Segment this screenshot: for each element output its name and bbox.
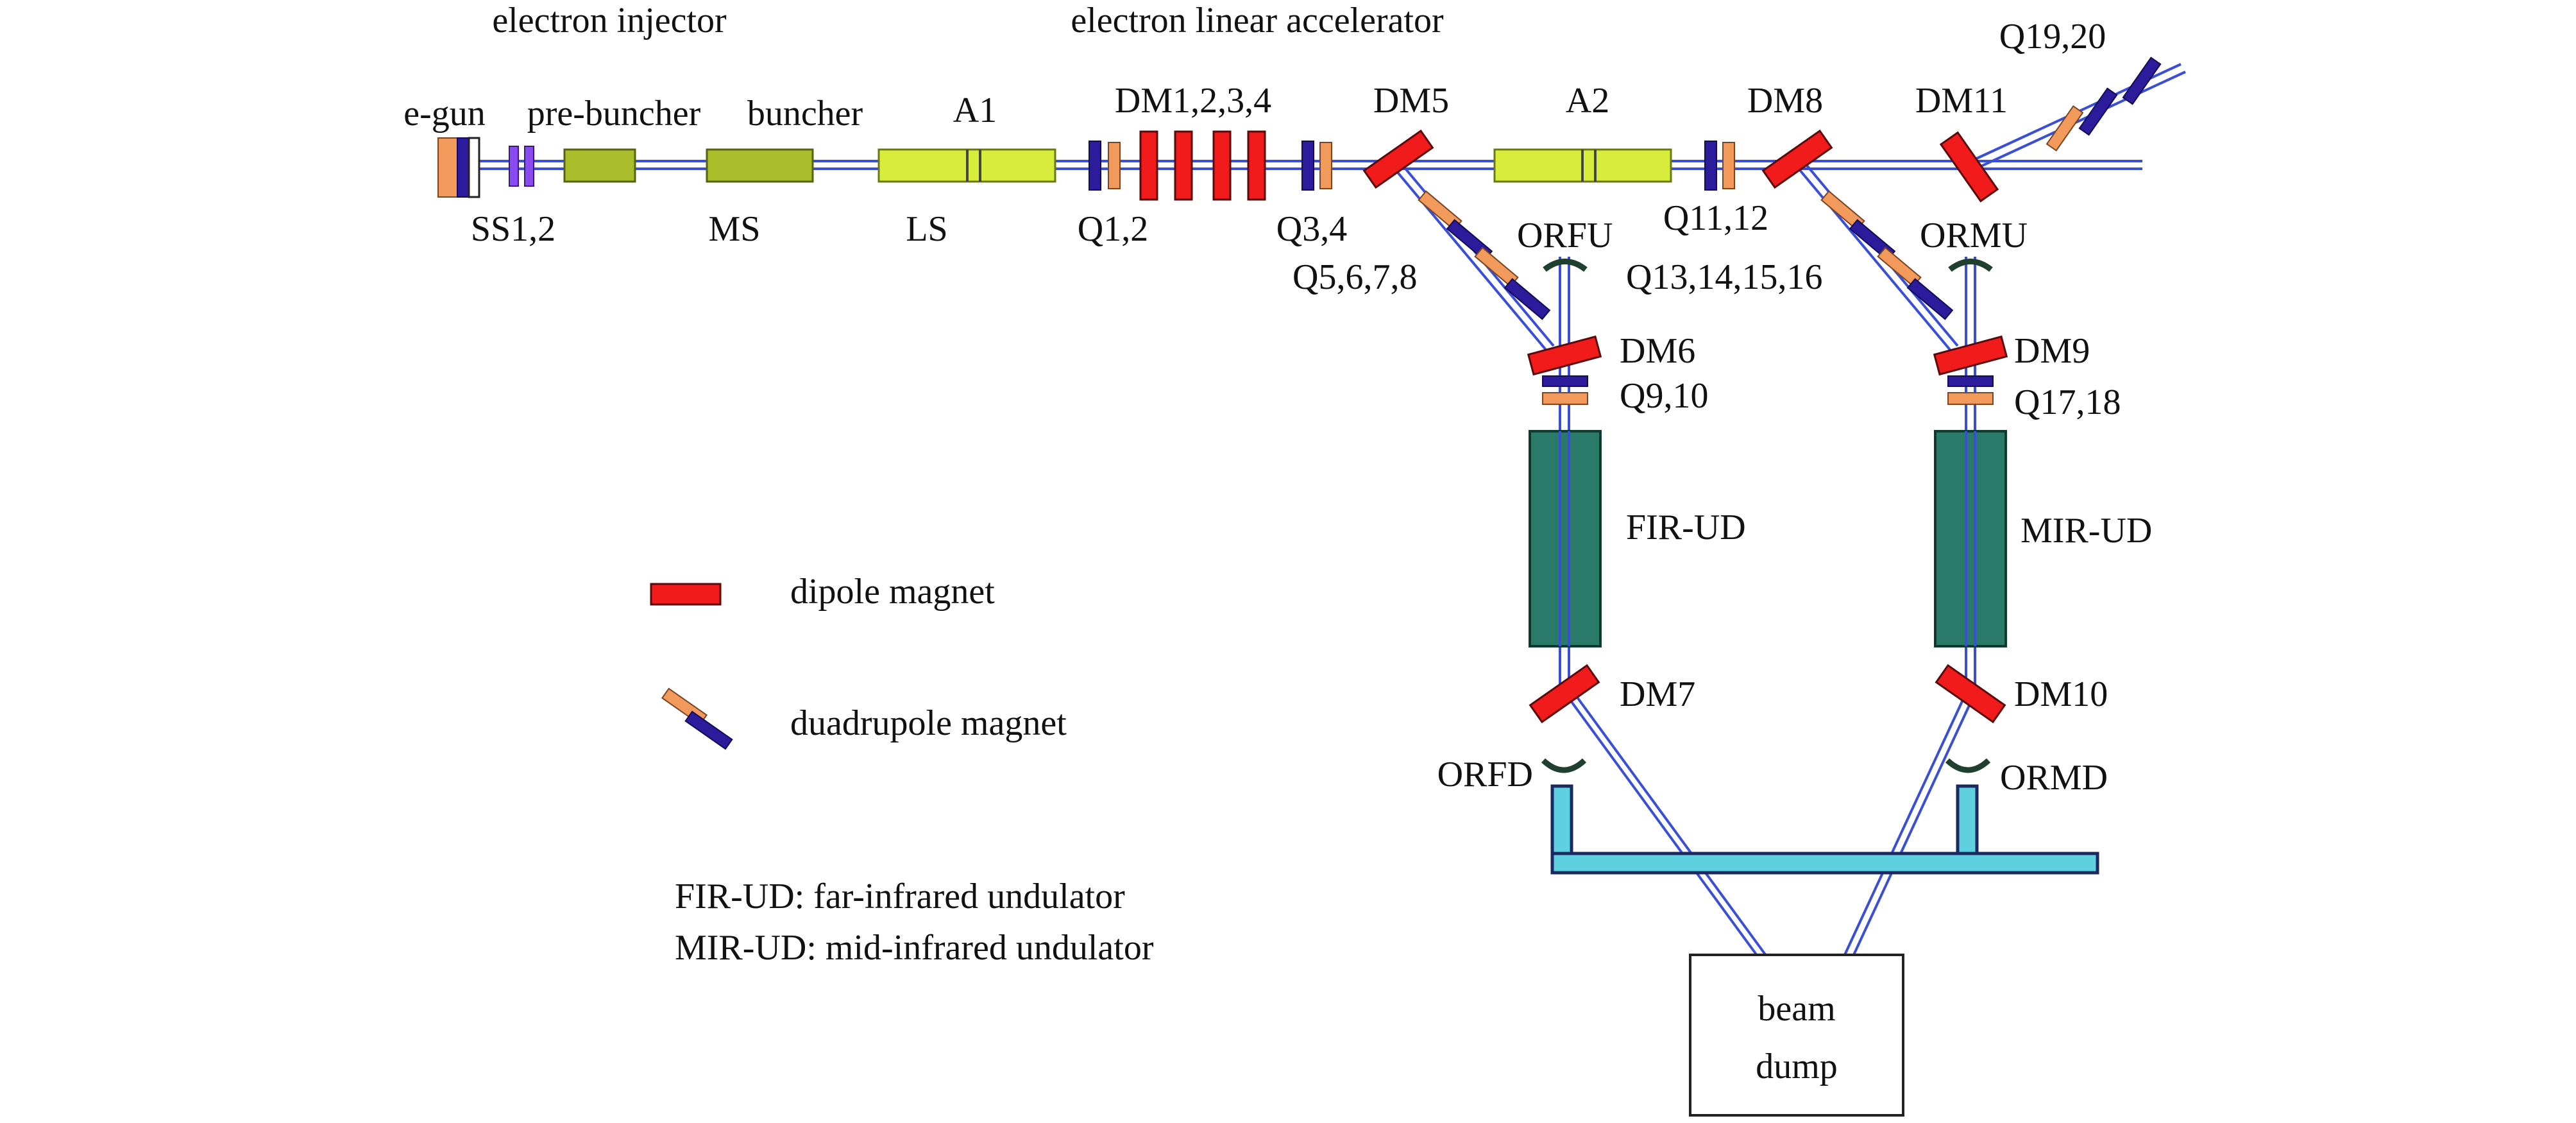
labels: electron injector electron linear accele… (403, 1, 2152, 1086)
dipole-dm2 (1174, 130, 1193, 201)
quadrupole-q18 (1947, 392, 1994, 405)
quadrupole-q1 (1089, 141, 1101, 191)
dipole-dm3 (1212, 130, 1232, 201)
quadrupole-q17 (1947, 375, 1994, 387)
label-dm6: DM6 (1620, 331, 1695, 371)
mir-diagonal-beamline-a (1795, 164, 1951, 351)
dm7-dump-beamline-a (1564, 692, 1759, 957)
label-q13141516: Q13,14,15,16 (1626, 257, 1822, 297)
label-a1: A1 (953, 90, 997, 130)
e-gun-cathode (457, 137, 470, 198)
mirror-orfd (1541, 758, 1587, 773)
mir-branch (1820, 190, 2008, 773)
label-electron-injector: electron injector (492, 1, 727, 40)
label-a2: A2 (1566, 81, 1609, 121)
fir-diagonal-beamline-a (1391, 164, 1547, 351)
dm10-dump-beamline-b (1852, 692, 1976, 957)
e-gun-body (437, 137, 458, 198)
label-dm11: DM11 (1915, 81, 2008, 121)
quadrupole-q20b (2122, 56, 2162, 105)
dipole-dm11 (1939, 131, 1999, 203)
beamlines (439, 63, 2186, 957)
legend-quad-blue-symbol (684, 710, 733, 750)
label-q5678: Q5,6,7,8 (1292, 257, 1417, 297)
label-buncher: buncher (747, 94, 863, 133)
label-orfd: ORFD (1437, 755, 1533, 794)
label-q12: Q1,2 (1078, 209, 1148, 249)
label-dm10: DM10 (2014, 674, 2108, 714)
dm7-dump-beamline-b (1573, 692, 1768, 957)
legend-mirud-note: MIR-UD: mid-infrared undulator (675, 928, 1154, 968)
dipole-dm9 (1933, 335, 2008, 376)
label-q1920: Q19,20 (1999, 17, 2106, 56)
quadrupole-q12 (1722, 142, 1735, 189)
label-ormu: ORMU (1920, 216, 2028, 255)
label-beam-dump-line1: beam (1758, 989, 1835, 1029)
label-dm5: DM5 (1373, 81, 1449, 121)
ir-pipe-horizontal (1550, 852, 2099, 875)
dipole-dm10 (1935, 664, 2006, 724)
dipole-dm1 (1139, 130, 1158, 201)
label-ls: LS (906, 209, 947, 249)
dm11-branch-beamline-b (1976, 71, 2186, 169)
legend-dipole-symbol (650, 583, 722, 606)
dipole-dm7 (1529, 664, 1600, 724)
mirror-ormd (1945, 758, 1991, 773)
dipole-dm8 (1761, 129, 1833, 189)
quadrupole-q19 (2046, 105, 2084, 152)
label-ormd: ORMD (2000, 758, 2108, 798)
quadrupole-q11 (1704, 141, 1717, 191)
label-q1112: Q11,12 (1663, 198, 1768, 238)
e-gun-flange (468, 137, 480, 198)
solenoid-ss2 (524, 146, 534, 187)
undulator-fir-ud (1529, 430, 1602, 647)
quadrupole-q8 (1504, 278, 1551, 320)
label-orfu: ORFU (1517, 216, 1613, 255)
label-e-gun: e-gun (403, 94, 486, 133)
quadrupole-q3 (1301, 141, 1314, 191)
quadrupole-q20 (2078, 87, 2118, 136)
label-ss12: SS1,2 (471, 209, 555, 249)
fir-branch (1418, 190, 1602, 773)
legend-firud-note: FIR-UD: far-infrared undulator (675, 877, 1125, 916)
label-beam-dump-line2: dump (1756, 1047, 1838, 1086)
label-pre-buncher: pre-buncher (527, 94, 701, 133)
beam-dump-box (1689, 954, 1904, 1117)
label-electron-linac: electron linear accelerator (1071, 1, 1444, 40)
mirror-ormu (1948, 259, 1993, 272)
label-dm8: DM8 (1747, 81, 1823, 121)
solenoid-ss1 (509, 146, 519, 187)
mirror-orfu (1543, 259, 1588, 272)
label-dm7: DM7 (1620, 674, 1695, 714)
dipole-dm5 (1362, 129, 1434, 189)
quadrupole-q4 (1319, 142, 1332, 189)
label-ms: MS (709, 209, 761, 249)
label-dm1234: DM1,2,3,4 (1115, 81, 1271, 121)
dm10-dump-beamline-a (1843, 692, 1967, 957)
quadrupole-q2 (1108, 142, 1121, 189)
legend-quadrupole-label: duadrupole magnet (790, 703, 1067, 743)
linac-components (1089, 56, 2162, 203)
pre-buncher-cavity (563, 148, 636, 183)
injector-components (437, 137, 1056, 198)
quadrupole-q9 (1542, 375, 1588, 387)
dipole-dm4 (1247, 130, 1266, 201)
label-q910: Q9,10 (1620, 376, 1708, 416)
dipole-dm6 (1527, 335, 1602, 376)
ir-transport-line (1550, 784, 2099, 875)
buncher-cavity (706, 148, 814, 183)
quadrupole-q16 (1906, 278, 1954, 320)
ir-pipe-mir-vertical (1956, 784, 1979, 862)
quadrupole-q10 (1542, 392, 1588, 405)
legend (650, 583, 733, 750)
label-q34: Q3,4 (1276, 209, 1347, 249)
label-q1718: Q17,18 (2014, 382, 2121, 422)
undulator-mir-ud (1934, 430, 2007, 647)
label-mir-ud: MIR-UD (2021, 511, 2152, 551)
label-fir-ud: FIR-UD (1626, 508, 1746, 547)
legend-dipole-label: dipole magnet (790, 572, 995, 612)
label-dm9: DM9 (2014, 331, 2090, 371)
